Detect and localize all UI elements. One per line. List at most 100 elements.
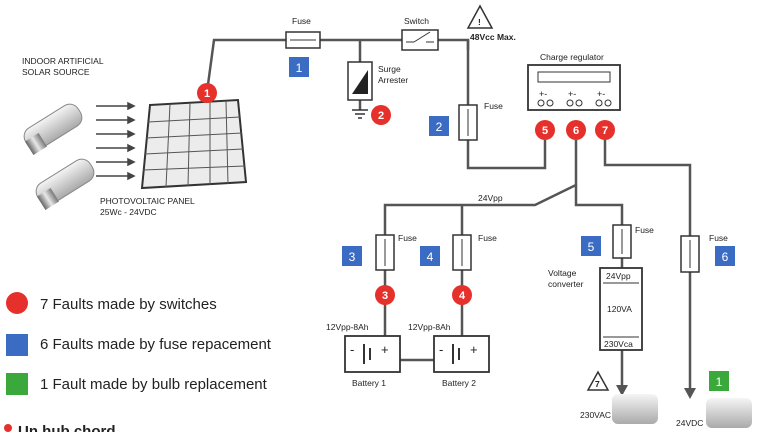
red-marker-7 xyxy=(595,120,615,140)
red-marker-4-text: 4 xyxy=(459,290,466,302)
legend-blue-swatch xyxy=(6,334,28,356)
red-marker-2-text: 2 xyxy=(378,110,384,122)
converter-in-label: 24Vpp xyxy=(606,271,631,281)
blue-marker-6 xyxy=(715,246,735,266)
converter-label-1: Voltage xyxy=(548,268,577,278)
wire-fuse3-down xyxy=(345,270,387,347)
pv-panel-label-2: 25Wc - 24VDC xyxy=(100,207,157,217)
ac-load-label: 230VAC xyxy=(580,410,611,420)
converter-label-2: converter xyxy=(548,279,584,289)
fuse-1-label: Fuse xyxy=(292,16,311,26)
voltage-max-label: 48Vcc Max. xyxy=(470,32,516,42)
wire-fuse4-down xyxy=(434,270,464,347)
surge-arrester-symbol xyxy=(347,61,373,119)
blue-marker-6-text: 6 xyxy=(722,250,729,264)
red-marker-6-text: 6 xyxy=(573,125,579,137)
warning-mark: ! xyxy=(478,17,481,27)
wire-switch-out xyxy=(438,38,470,105)
converter-out-label: 230Vca xyxy=(604,339,633,349)
legend-green-swatch xyxy=(6,373,28,395)
red-marker-1 xyxy=(197,83,217,103)
blue-markers xyxy=(289,57,735,266)
svg-text:-: - xyxy=(350,342,354,357)
svg-text:+: + xyxy=(381,342,389,357)
legend-item-3: 1 Fault made by bulb replacement xyxy=(40,376,268,393)
red-markers xyxy=(197,83,615,305)
svg-text:+-: +- xyxy=(597,89,605,99)
red-marker-3 xyxy=(375,285,395,305)
blue-marker-3 xyxy=(342,246,362,266)
blue-marker-3-text: 3 xyxy=(349,250,356,264)
red-marker-2 xyxy=(371,105,391,125)
fuse-4-label: Fuse xyxy=(478,233,497,243)
lamp-upper xyxy=(23,103,83,156)
svg-text:-: - xyxy=(439,342,443,357)
arrow-ac-load xyxy=(616,385,628,396)
blue-marker-2-text: 2 xyxy=(436,120,443,134)
dc-load-label: 24VDC xyxy=(676,418,703,428)
surge-label-1: Surge xyxy=(378,64,401,74)
pv-panel-label-1: PHOTOVOLTAIC PANEL xyxy=(100,196,195,206)
wire-reg-out7 xyxy=(603,140,692,236)
legend-item-1: 7 Faults made by switches xyxy=(40,296,217,313)
surge-label-2: Arrester xyxy=(378,75,408,85)
fuse-5-label: Fuse xyxy=(635,225,654,235)
light-rays xyxy=(96,101,136,181)
blue-marker-5-text: 5 xyxy=(588,240,595,254)
ac-warning-icon xyxy=(586,370,610,391)
photovoltaic-panel xyxy=(140,98,248,190)
battery-2-label: Battery 2 xyxy=(442,378,476,388)
svg-text:+: + xyxy=(470,342,478,357)
converter-mid-label: 120VA xyxy=(607,304,632,314)
legend-red-swatch xyxy=(6,292,28,314)
battery-1-symbol: - + xyxy=(344,335,401,373)
svg-text:+-: +- xyxy=(539,89,547,99)
blue-marker-4 xyxy=(420,246,440,266)
red-marker-6 xyxy=(566,120,586,140)
arrow-dc-load xyxy=(684,388,696,399)
fuse-2-label: Fuse xyxy=(484,101,503,111)
wire-fuse2-down xyxy=(466,140,547,170)
wire-reg-to-fuse5 xyxy=(574,185,624,225)
warning-icon xyxy=(466,4,494,29)
red-marker-3-text: 3 xyxy=(382,290,388,302)
footer-text: Un hub chord xyxy=(18,423,116,432)
switch-symbol xyxy=(401,29,439,51)
blue-marker-4-text: 4 xyxy=(427,250,434,264)
blue-marker-1 xyxy=(289,57,309,77)
red-marker-5 xyxy=(535,120,555,140)
voltage-converter xyxy=(599,267,643,351)
green-marker-1-text: 1 xyxy=(716,375,723,389)
red-marker-1-text: 1 xyxy=(204,88,210,100)
lamp-lower xyxy=(35,158,95,211)
red-marker-5-text: 5 xyxy=(542,125,548,137)
ac-warning-number: 7 xyxy=(595,379,600,389)
fuse-3-label: Fuse xyxy=(398,233,417,243)
fuse-6-label: Fuse xyxy=(709,233,728,243)
dc-bulb-image xyxy=(706,398,752,428)
indoor-source-label-1: INDOOR ARTIFICIAL xyxy=(22,56,104,66)
blue-marker-5 xyxy=(581,236,601,256)
red-marker-7-text: 7 xyxy=(602,125,608,137)
battery-2-rating: 12Vpp-8Ah xyxy=(408,322,451,332)
wire-reg-out6 xyxy=(383,140,578,235)
wire-panel-to-fuse1 xyxy=(205,38,286,93)
battery-1-rating: 12Vpp-8Ah xyxy=(326,322,369,332)
blue-marker-2 xyxy=(429,116,449,136)
red-marker-4 xyxy=(452,285,472,305)
charge-regulator-label: Charge regulator xyxy=(540,52,604,62)
green-marker-1 xyxy=(709,371,729,391)
switch-label: Switch xyxy=(404,16,429,26)
footer-bullet xyxy=(4,424,12,432)
indoor-source-label-2: SOLAR SOURCE xyxy=(22,67,90,77)
bus-voltage-label: 24Vpp xyxy=(478,193,503,203)
blue-marker-1-text: 1 xyxy=(296,61,303,75)
legend-item-2: 6 Faults made by fuse repacement xyxy=(40,336,272,353)
battery-1-label: Battery 1 xyxy=(352,378,386,388)
battery-2-symbol: - + xyxy=(433,335,490,373)
legend: 7 Faults made by switches 6 Faults made … xyxy=(6,292,272,395)
svg-text:+-: +- xyxy=(568,89,576,99)
charge-regulator: +- +- +- xyxy=(527,64,621,111)
